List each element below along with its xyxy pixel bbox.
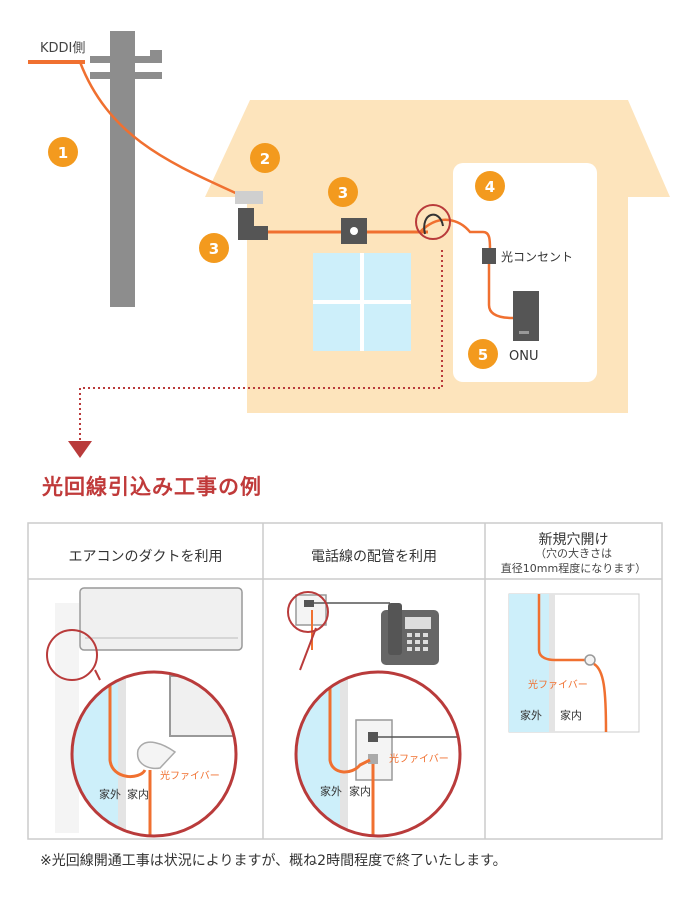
kddi-label: KDDI側 xyxy=(40,41,85,56)
cable-anchor xyxy=(235,191,263,204)
marker-2 xyxy=(250,143,280,173)
marker-4 xyxy=(475,171,505,201)
aircon-outside-label: 家外 xyxy=(99,787,121,801)
newhole-inside-label: 家内 xyxy=(560,708,582,722)
utility-pole xyxy=(90,31,162,307)
method-title-aircon: エアコンのダクトを利用 xyxy=(68,549,223,565)
marker-3a xyxy=(199,233,229,263)
section-title: 光回線引込み工事の例 xyxy=(42,475,262,499)
aircon-magnify-circle xyxy=(70,670,238,838)
drop-cable xyxy=(78,61,241,197)
optical-outlet xyxy=(482,248,496,264)
routing-dotted-line xyxy=(79,250,443,441)
aircon-inside-label: 家内 xyxy=(127,787,149,801)
svg-text:1: 1 xyxy=(58,144,68,162)
methods-table xyxy=(27,522,663,840)
outlet-label: 光コンセント xyxy=(501,250,573,264)
footnote: ※光回線開通工事は状況によりますが、概ね2時間程度で終了いたします。 xyxy=(40,853,507,869)
room-interior xyxy=(453,163,597,382)
svg-text:4: 4 xyxy=(485,178,495,196)
method-subtitle-line2: 直径10mm程度になります） xyxy=(500,562,647,575)
phone-outside-label: 家外 xyxy=(320,784,342,798)
house-window xyxy=(313,253,411,351)
aircon-illustration xyxy=(46,587,243,838)
svg-text:3: 3 xyxy=(209,240,219,258)
aircon-zoom-circle xyxy=(46,629,98,681)
marker-5 xyxy=(468,339,498,369)
svg-text:5: 5 xyxy=(478,346,488,364)
down-arrow-icon xyxy=(68,441,92,458)
newhole-outside-label: 家外 xyxy=(520,708,542,722)
aircon-fiber-label: 光ファイバー xyxy=(160,769,220,782)
phone-magnify-circle xyxy=(294,670,462,838)
method-title-phone: 電話線の配管を利用 xyxy=(311,549,437,565)
phone-inside-label: 家内 xyxy=(349,784,371,798)
method-subtitle-line1: （穴の大きさは xyxy=(535,547,612,560)
phone-fiber-label: 光ファイバー xyxy=(389,752,449,765)
svg-text:2: 2 xyxy=(260,150,270,168)
wall-entry-circle xyxy=(415,204,451,240)
svg-text:3: 3 xyxy=(338,184,348,202)
newhole-fiber-label: 光ファイバー xyxy=(528,678,588,691)
protector-box xyxy=(238,208,268,240)
method-title-newhole: 新規穴開け xyxy=(538,532,609,548)
onu-cable xyxy=(487,262,514,320)
onu-label: ONU xyxy=(509,349,538,364)
marker-1 xyxy=(48,137,78,167)
socket-zoom-circle xyxy=(287,591,329,633)
marker-3b xyxy=(328,177,358,207)
indoor-cable xyxy=(419,218,492,251)
phone-illustration xyxy=(287,591,462,838)
newhole-illustration xyxy=(508,593,640,733)
